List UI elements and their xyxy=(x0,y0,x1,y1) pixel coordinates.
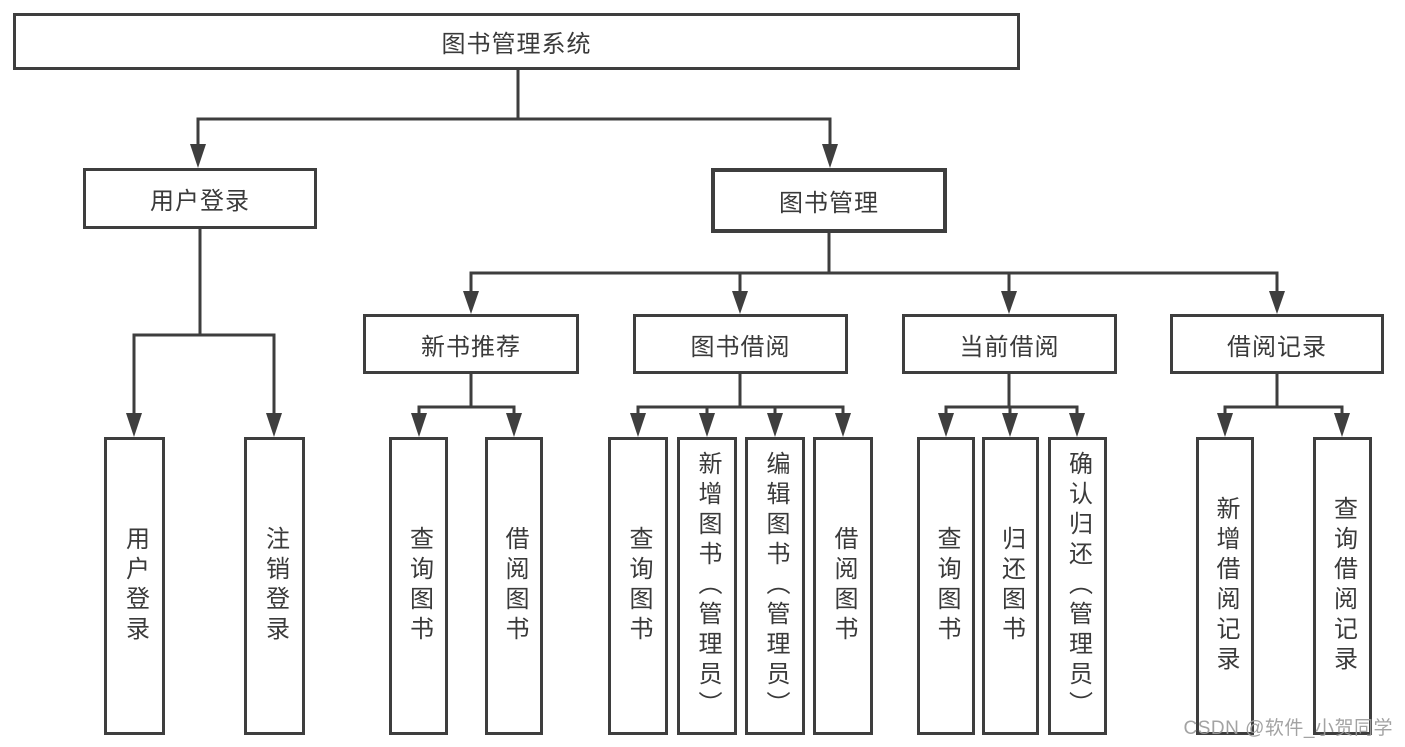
node-root: 图书管理系统 xyxy=(13,13,1020,70)
node-user-login: 用户登录 xyxy=(83,168,317,229)
leaf-logout: 注销登录 xyxy=(244,437,305,735)
watermark: CSDN @软件_小贺同学 xyxy=(1183,718,1393,739)
node-book-management: 图书管理 xyxy=(711,168,947,233)
leaf-borrow-book-1: 借阅图书 xyxy=(485,437,543,735)
leaf-query-book-1: 查询图书 xyxy=(389,437,448,735)
leaf-edit-book-admin: 编辑图书（管理员） xyxy=(745,437,805,735)
node-current-borrow: 当前借阅 xyxy=(902,314,1117,374)
leaf-add-book-admin: 新增图书（管理员） xyxy=(677,437,737,735)
leaf-add-borrow-record: 新增借阅记录 xyxy=(1196,437,1254,735)
leaf-query-book-3: 查询图书 xyxy=(917,437,975,735)
leaf-user-login: 用户登录 xyxy=(104,437,165,735)
leaf-borrow-book-2: 借阅图书 xyxy=(813,437,873,735)
leaf-return-book: 归还图书 xyxy=(982,437,1039,735)
node-borrow-records: 借阅记录 xyxy=(1170,314,1384,374)
leaf-confirm-return-admin: 确认归还（管理员） xyxy=(1048,437,1107,735)
node-book-borrow: 图书借阅 xyxy=(633,314,848,374)
node-new-book-recommend: 新书推荐 xyxy=(363,314,579,374)
leaf-query-borrow-record: 查询借阅记录 xyxy=(1313,437,1372,735)
leaf-query-book-2: 查询图书 xyxy=(608,437,668,735)
